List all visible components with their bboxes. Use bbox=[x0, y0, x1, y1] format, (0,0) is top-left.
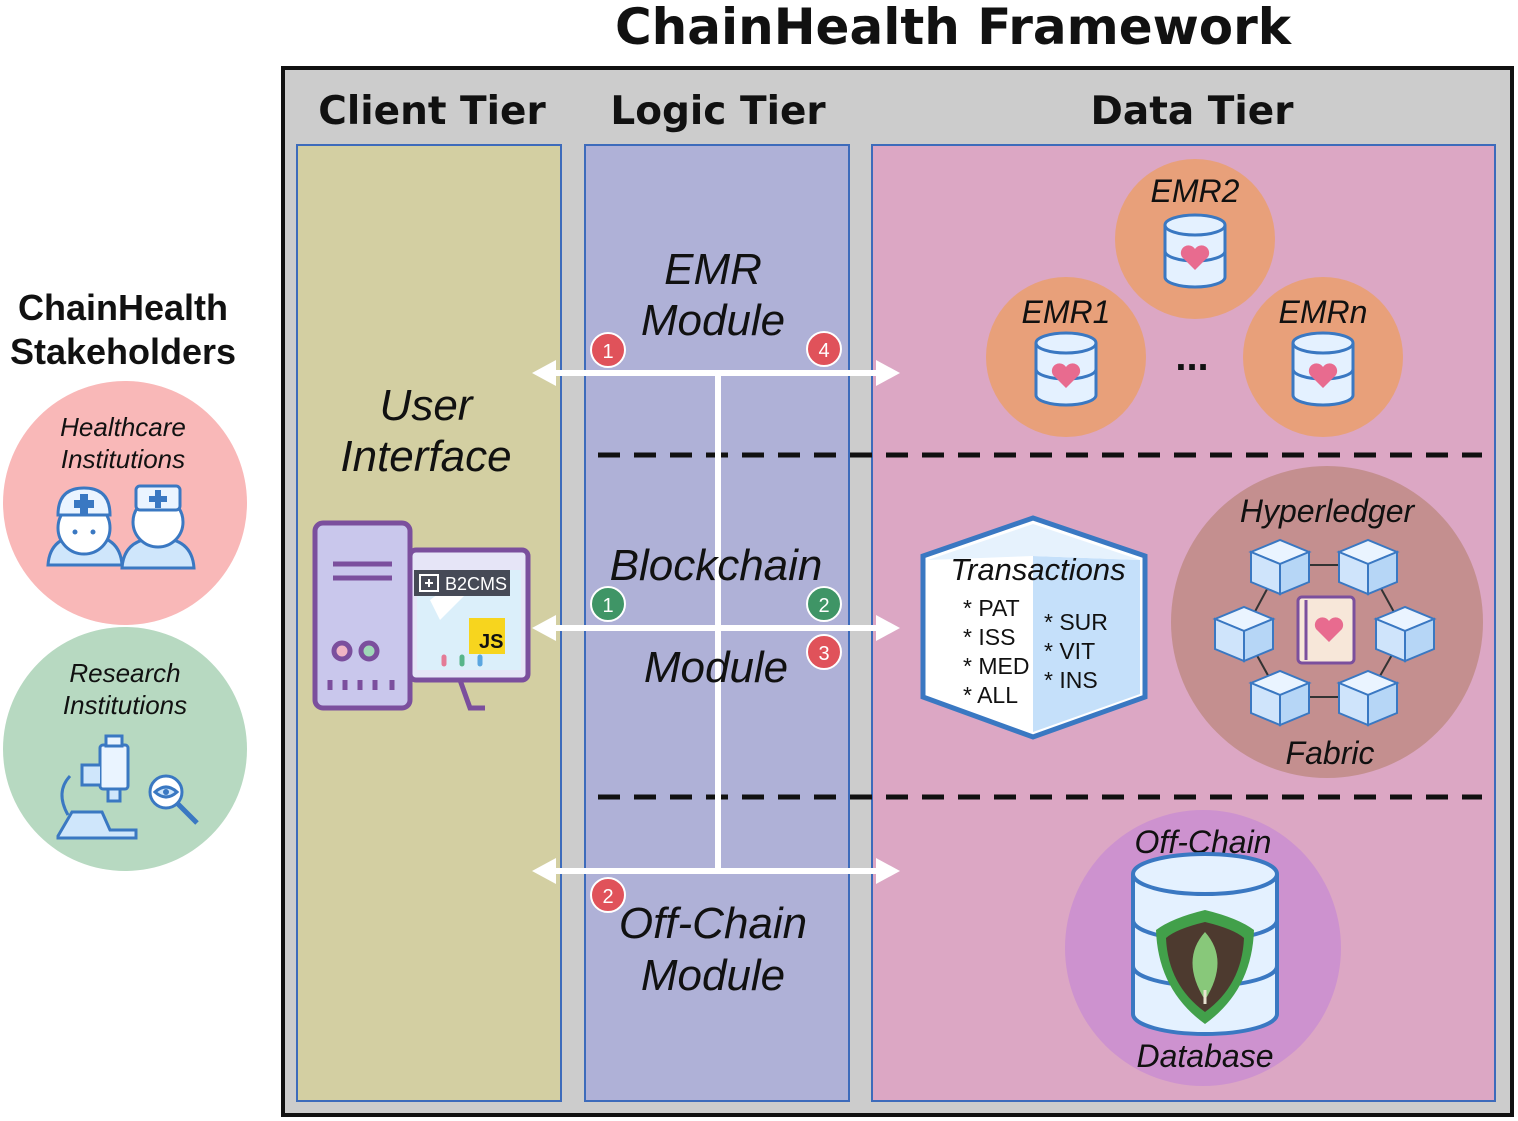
stakeholders-heading-line1: ChainHealth bbox=[18, 287, 228, 328]
user-interface-line1: User bbox=[380, 381, 475, 430]
transactions-item: * VIT bbox=[1044, 638, 1095, 664]
research-label-line2: Institutions bbox=[63, 690, 187, 720]
step-badge-emr-left: 1 bbox=[590, 332, 626, 368]
logic-tier-label: Logic Tier bbox=[610, 89, 826, 134]
svg-text:3: 3 bbox=[818, 643, 829, 665]
block-cube bbox=[1336, 538, 1400, 596]
b2cms-badge-label: B2CMS bbox=[445, 574, 507, 594]
healthcare-label-line2: Institutions bbox=[61, 444, 185, 474]
transactions-item: * PAT bbox=[963, 595, 1020, 621]
svg-text:1: 1 bbox=[602, 595, 613, 617]
client-tier-label: Client Tier bbox=[318, 89, 546, 134]
svg-text:4: 4 bbox=[818, 340, 829, 362]
js-badge bbox=[469, 618, 505, 654]
desktop-computer-icon bbox=[312, 520, 531, 711]
emr-node-2: EMR2 bbox=[1115, 159, 1275, 319]
emr-ellipsis: ... bbox=[1175, 335, 1208, 379]
svg-text:1: 1 bbox=[602, 341, 613, 363]
transactions-title: Transactions bbox=[950, 552, 1125, 587]
block-cube bbox=[1248, 669, 1312, 727]
offchain-arrow bbox=[532, 858, 900, 884]
transactions-item: * SUR bbox=[1044, 609, 1108, 635]
ledger-book-icon bbox=[1296, 595, 1356, 665]
step-badge-blockchain-right-low: 3 bbox=[806, 634, 842, 670]
js-badge-label: JS bbox=[479, 631, 503, 653]
transactions-item: * MED bbox=[963, 653, 1029, 679]
user-interface-line2: Interface bbox=[340, 432, 511, 481]
blockchain-module-line2: Module bbox=[644, 643, 788, 692]
microscope-magnifier-icon bbox=[56, 734, 199, 840]
svg-text:2: 2 bbox=[818, 595, 829, 617]
step-badge-blockchain-right: 2 bbox=[806, 586, 842, 622]
screen-status-dots bbox=[441, 654, 483, 667]
doctors-nurse-icon bbox=[46, 484, 196, 570]
transactions-item: * ALL bbox=[963, 682, 1018, 708]
svg-text:2: 2 bbox=[602, 886, 613, 908]
diagram-title: ChainHealth Framework bbox=[615, 0, 1293, 56]
block-cube bbox=[1336, 669, 1400, 727]
block-cube bbox=[1373, 605, 1437, 663]
step-badge-offchain-left: 2 bbox=[590, 877, 626, 913]
app-window-icon bbox=[419, 574, 439, 592]
heart-database-icon bbox=[1291, 331, 1355, 407]
emr-module-line1: EMR bbox=[664, 245, 762, 294]
offchain-module-line2: Module bbox=[641, 951, 785, 1000]
svg-text:EMRn: EMRn bbox=[1279, 294, 1368, 330]
step-badge-emr-right: 4 bbox=[806, 331, 842, 367]
svg-text:EMR1: EMR1 bbox=[1022, 294, 1111, 330]
transactions-item: * ISS bbox=[963, 624, 1015, 650]
transactions-hexagon bbox=[920, 515, 1148, 740]
block-cube bbox=[1248, 538, 1312, 596]
emr-module-line2: Module bbox=[641, 296, 785, 345]
stakeholders-heading-line2: Stakeholders bbox=[10, 331, 236, 372]
emr-node-n: EMRn bbox=[1243, 277, 1403, 437]
offchain-db-label-line2: Database bbox=[1137, 1038, 1274, 1074]
hyperledger-label-line1: Hyperledger bbox=[1240, 493, 1416, 529]
emr-node-1: EMR1 bbox=[986, 277, 1146, 437]
block-cube bbox=[1212, 605, 1276, 663]
step-badge-blockchain-left: 1 bbox=[590, 586, 626, 622]
research-label-line1: Research bbox=[69, 658, 180, 688]
offchain-module-line1: Off-Chain bbox=[619, 899, 807, 948]
heart-database-icon bbox=[1034, 331, 1098, 407]
hyperledger-label-line2: Fabric bbox=[1286, 735, 1375, 771]
transactions-item: * INS bbox=[1044, 667, 1098, 693]
healthcare-label-line1: Healthcare bbox=[60, 412, 186, 442]
blockchain-arrow bbox=[532, 615, 900, 641]
blockchain-module-line1: Blockchain bbox=[610, 541, 823, 590]
mongodb-leaf-icon bbox=[1156, 910, 1254, 1024]
svg-text:EMR2: EMR2 bbox=[1151, 173, 1240, 209]
data-tier-label: Data Tier bbox=[1091, 89, 1295, 134]
emr-arrow bbox=[532, 360, 900, 386]
heart-database-icon bbox=[1163, 213, 1227, 289]
